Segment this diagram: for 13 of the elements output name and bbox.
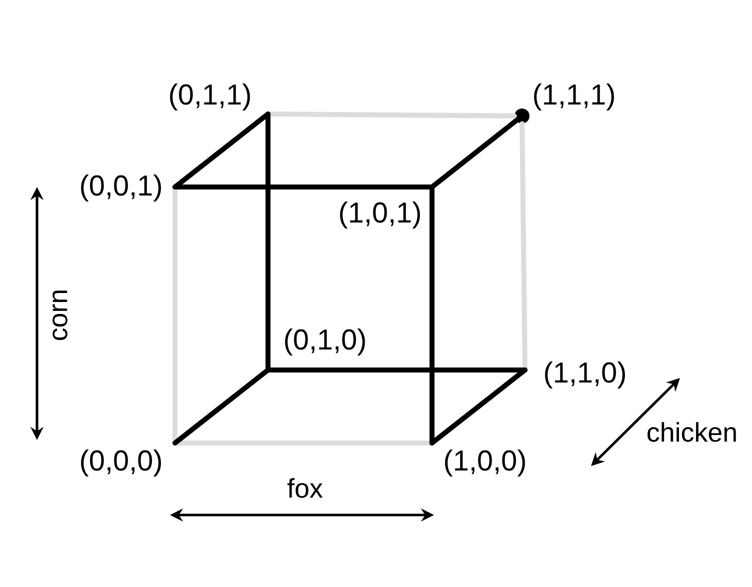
vertex-label: (1,0,0) [445,450,525,476]
cube-edge [430,118,518,190]
axis-label: fox [287,478,323,498]
cube-edge [172,368,270,446]
vertex-label: (0,1,0) [285,328,365,356]
vertex-label: (1,1,1) [534,84,614,110]
vertex-label: (0,0,1) [81,174,161,202]
vertex-label: (0,1,1) [170,84,250,110]
vertex-label: (1,1,0) [545,362,625,388]
axis-label: chicken [648,422,736,442]
axis-label: corn [52,290,68,340]
vertex-label: (1,0,1) [340,202,420,228]
vertex-label: (0,0,0) [81,450,161,476]
